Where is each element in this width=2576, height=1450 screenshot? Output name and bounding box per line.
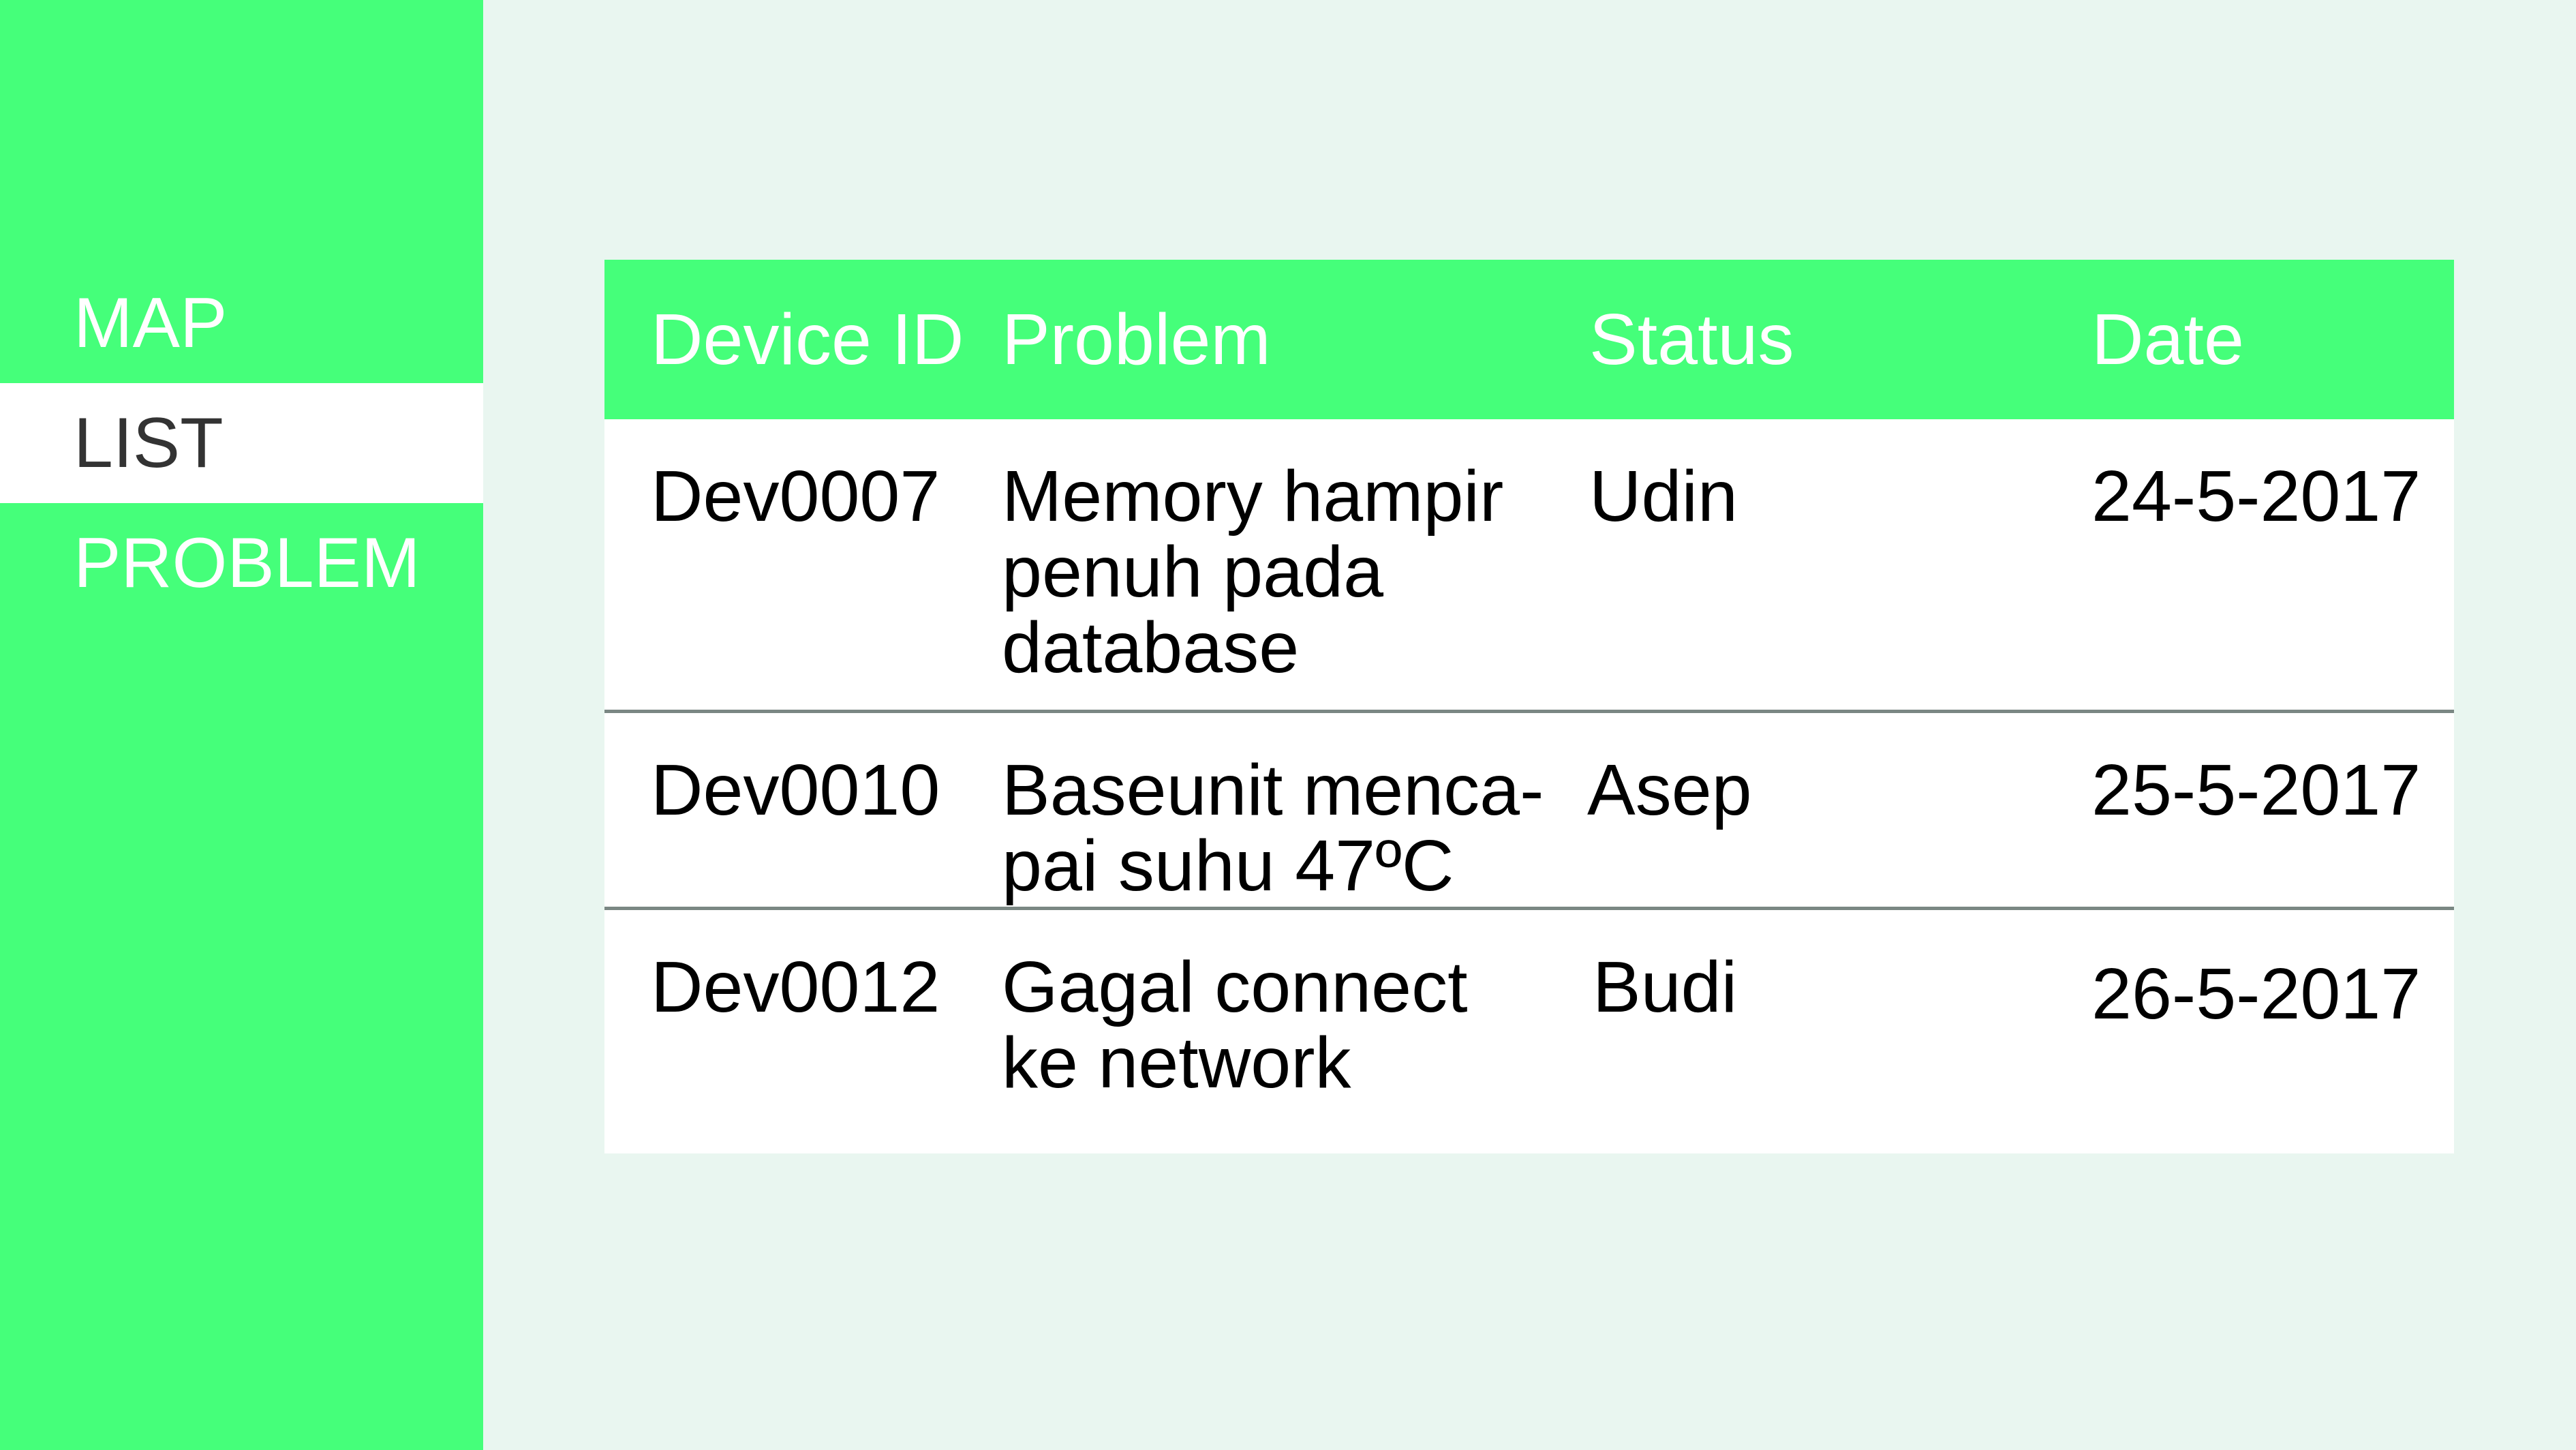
- table-row[interactable]: Dev0010 Baseunit menca- pai suhu 47ºC As…: [604, 713, 2454, 910]
- sidebar-item-map[interactable]: MAP: [74, 284, 228, 363]
- cell-device-id: Dev0010: [651, 750, 940, 830]
- column-header-device-id[interactable]: Device ID: [651, 299, 964, 380]
- cell-device-id: Dev0007: [651, 456, 940, 537]
- problem-table: Device ID Problem Status Date Dev0007 Me…: [604, 260, 2454, 1153]
- cell-problem: Baseunit menca- pai suhu 47ºC: [1002, 750, 1544, 906]
- table-row[interactable]: Dev0012 Gagal connect ke network Budi 26…: [604, 910, 2454, 1153]
- sidebar-item-problem[interactable]: PROBLEM: [74, 524, 420, 603]
- column-header-status[interactable]: Status: [1589, 299, 1794, 380]
- sidebar: MAP LIST PROBLEM: [0, 0, 483, 1450]
- cell-device-id: Dev0012: [651, 947, 940, 1027]
- cell-date: 24-5-2017: [2091, 456, 2421, 537]
- cell-status: Budi: [1593, 947, 1738, 1027]
- cell-date: 26-5-2017: [2091, 954, 2421, 1034]
- column-header-date[interactable]: Date: [2091, 299, 2244, 380]
- column-header-problem[interactable]: Problem: [1002, 299, 1271, 380]
- sidebar-item-list[interactable]: LIST: [0, 383, 483, 503]
- cell-problem: Gagal connect ke network: [1002, 947, 1468, 1103]
- cell-date: 25-5-2017: [2091, 750, 2421, 830]
- cell-problem: Memory hampir penuh pada database: [1002, 456, 1504, 688]
- cell-status: Udin: [1589, 456, 1738, 537]
- cell-status: Asep: [1587, 750, 1752, 830]
- table-row[interactable]: Dev0007 Memory hampir penuh pada databas…: [604, 419, 2454, 713]
- table-header: Device ID Problem Status Date: [604, 260, 2454, 419]
